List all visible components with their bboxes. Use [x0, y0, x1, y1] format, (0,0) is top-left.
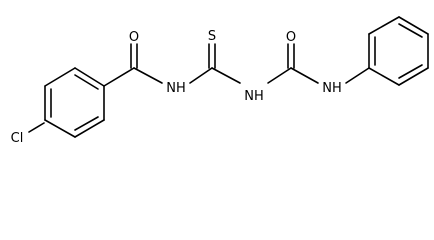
- bond-urea-c-nh: [290, 67, 319, 84]
- bond-nh-urea-c: [267, 67, 292, 84]
- atom-label-nh-thio: NH: [244, 89, 264, 104]
- ring2-bond-3-inner: [398, 23, 423, 38]
- chemical-structure: Cl O NH S NH O NH: [11, 16, 429, 146]
- ring1-bond-3: [74, 67, 105, 87]
- ring2-bond-6: [368, 67, 400, 86]
- atom-label-s-thio: S: [208, 29, 216, 44]
- ring2-bond-5: [398, 67, 429, 86]
- bond-carbonyl-nh: [133, 67, 163, 84]
- bond-cl-c1: [28, 122, 45, 133]
- atom-label-cl: Cl: [11, 131, 24, 146]
- atom-label-o-amide: O: [129, 30, 139, 45]
- bond-nh-ring2: [345, 67, 370, 84]
- ring1-bond-2: [44, 67, 76, 87]
- bond-nh-thio-c: [189, 67, 213, 84]
- ring2-bond-3: [398, 16, 429, 35]
- ring1-bond-3-inner: [74, 74, 99, 90]
- bonds: [28, 16, 429, 138]
- atom-label-nh-amide: NH: [166, 81, 186, 96]
- ring1-bond-5: [74, 119, 105, 138]
- atom-label-o-urea: O: [286, 30, 296, 45]
- bond-thio-c-nh: [211, 67, 241, 84]
- ring1-bond-5-inner: [74, 116, 99, 131]
- bond-ring1-carbonyl: [103, 67, 135, 87]
- ring1-bond-6: [44, 119, 76, 138]
- ring2-bond-2: [368, 16, 400, 35]
- atom-label-nh-urea: NH: [322, 81, 342, 96]
- ring2-bond-5-inner: [398, 64, 423, 79]
- atom-labels: Cl O NH S NH O NH: [11, 29, 342, 146]
